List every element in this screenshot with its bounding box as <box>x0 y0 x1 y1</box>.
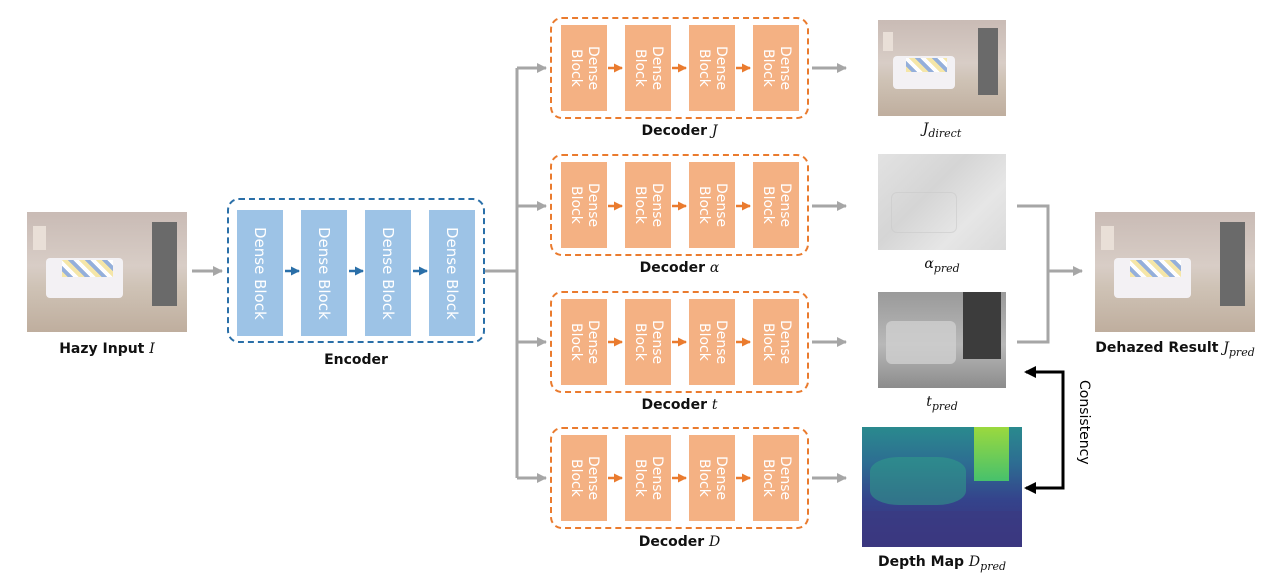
decoder-d-group <box>550 427 809 529</box>
decoder-j-group <box>550 17 809 119</box>
hazy-input-label: Hazy Input I <box>59 341 155 357</box>
decoder-j-block-3: Dense Block <box>689 25 735 111</box>
decoder-alpha-block-3: Dense Block <box>689 162 735 248</box>
depth-map-image <box>862 427 1022 547</box>
consistency-bracket <box>1030 370 1065 490</box>
decoder-alpha-block-4: Dense Block <box>753 162 799 248</box>
decoder-alpha-group <box>550 154 809 256</box>
dehazed-result-image <box>1095 212 1255 332</box>
decoder-j-block-1: Dense Block <box>561 25 607 111</box>
decoder-t-block-4: Dense Block <box>753 299 799 385</box>
decoder-j-block-2: Dense Block <box>625 25 671 111</box>
encoder-dense-block-3: Dense Block <box>365 210 411 336</box>
merge-bracket <box>1017 204 1050 344</box>
alpha-pred-image <box>878 154 1006 250</box>
decoder-alpha-label: Decoder α <box>639 260 720 276</box>
decoder-j-label: Decoder J <box>641 123 718 139</box>
t-pred-label: tpred <box>926 394 958 413</box>
dehazed-result-label: Dehazed Result Jpred <box>1095 340 1255 359</box>
encoder-dense-block-2: Dense Block <box>301 210 347 336</box>
decoder-d-label: Decoder D <box>638 534 721 550</box>
encoder-dense-block-1: Dense Block <box>237 210 283 336</box>
hazy-input-image <box>27 212 187 332</box>
decoder-d-block-4: Dense Block <box>753 435 799 521</box>
decoder-t-block-3: Dense Block <box>689 299 735 385</box>
decoder-alpha-block-2: Dense Block <box>625 162 671 248</box>
decoder-d-block-1: Dense Block <box>561 435 607 521</box>
encoder-dense-block-4: Dense Block <box>429 210 475 336</box>
j-direct-label: Jdirect <box>922 121 962 140</box>
alpha-pred-label: αpred <box>924 256 960 275</box>
t-pred-image <box>878 292 1006 388</box>
encoder-group <box>227 198 485 343</box>
decoder-j-block-4: Dense Block <box>753 25 799 111</box>
decoder-t-group <box>550 291 809 393</box>
decoder-d-block-3: Dense Block <box>689 435 735 521</box>
consistency-label: Consistency <box>1076 380 1092 465</box>
depth-map-label: Depth Map Dpred <box>877 554 1007 573</box>
decoder-d-block-2: Dense Block <box>625 435 671 521</box>
decoder-alpha-block-1: Dense Block <box>561 162 607 248</box>
decoder-t-block-2: Dense Block <box>625 299 671 385</box>
encoder-label: Encoder <box>324 352 388 368</box>
decoder-t-label: Decoder t <box>641 397 718 413</box>
j-direct-image <box>878 20 1006 116</box>
decoder-t-block-1: Dense Block <box>561 299 607 385</box>
